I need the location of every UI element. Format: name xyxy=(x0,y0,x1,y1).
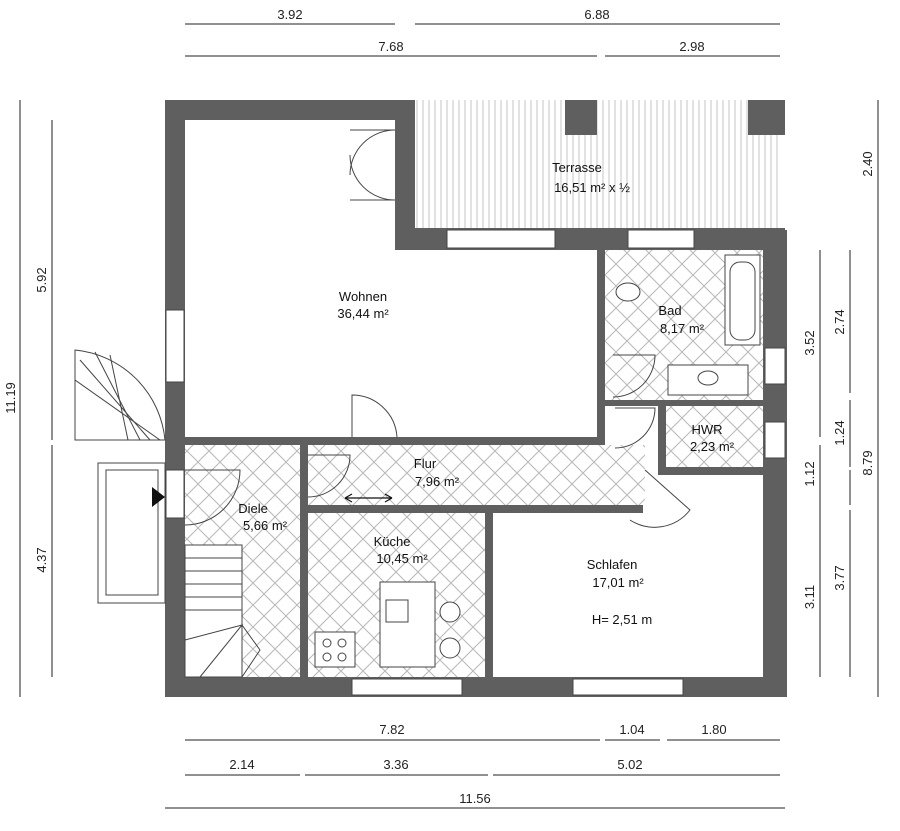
dimension-lines xyxy=(19,23,879,809)
doors xyxy=(184,129,691,528)
dim-right-mid-2: 3.77 xyxy=(832,565,847,590)
dim-right-inner-1: 2.74 xyxy=(832,309,847,334)
exterior-stair xyxy=(74,349,166,604)
room-schlafen-height: H= 2,51 m xyxy=(592,612,652,627)
room-terrasse-area: 16,51 m² x ½ xyxy=(554,180,630,195)
dim-left-total: 11.19 xyxy=(3,382,18,414)
dim-top-1: 3.92 xyxy=(277,7,302,22)
dim-bottom-2: 1.04 xyxy=(619,722,644,737)
dim-bottom-total: 11.56 xyxy=(459,791,491,806)
windows xyxy=(165,229,786,696)
room-bad-name: Bad xyxy=(658,303,681,318)
dim-top-4: 2.98 xyxy=(679,39,704,54)
kitchen-fixtures xyxy=(314,581,461,668)
room-terrasse-name: Terrasse xyxy=(552,160,602,175)
dim-right-mid-1: 3.52 xyxy=(802,330,817,355)
room-kueche-area: 10,45 m² xyxy=(376,551,428,566)
room-schlafen-name: Schlafen xyxy=(587,557,638,572)
dim-left-upper: 5.92 xyxy=(34,267,49,292)
room-wohnen-name: Wohnen xyxy=(339,289,387,304)
dim-right-inner-2: 1.24 xyxy=(832,420,847,445)
room-flur-name: Flur xyxy=(414,456,437,471)
dim-right-inner-3: 1.12 xyxy=(802,461,817,486)
entrance-arrow-icon xyxy=(152,487,165,507)
dim-bottom-4: 2.14 xyxy=(229,757,254,772)
room-bad-area: 8,17 m² xyxy=(660,321,705,336)
room-hwr-name: HWR xyxy=(691,422,722,437)
room-diele-area: 5,66 m² xyxy=(243,518,288,533)
dim-left-lower: 4.37 xyxy=(34,547,49,572)
hwr-tile xyxy=(665,405,763,467)
room-kueche-name: Küche xyxy=(374,534,411,549)
dim-top-2: 6.88 xyxy=(584,7,609,22)
dim-top-3: 7.68 xyxy=(378,39,403,54)
room-diele-name: Diele xyxy=(238,501,268,516)
dim-bottom-5: 3.36 xyxy=(383,757,408,772)
dim-right-total: 8.79 xyxy=(860,450,875,475)
room-flur-area: 7,96 m² xyxy=(415,474,460,489)
room-schlafen-area: 17,01 m² xyxy=(592,575,644,590)
dim-right-inner-4: 3.11 xyxy=(802,585,817,609)
terrace-decking xyxy=(415,100,780,230)
dim-right-terrace: 2.40 xyxy=(860,151,875,176)
double-arrow-icon xyxy=(344,493,393,503)
bath-fixtures xyxy=(615,254,761,396)
dim-bottom-1: 7.82 xyxy=(379,722,404,737)
dim-bottom-3: 1.80 xyxy=(701,722,726,737)
room-wohnen-area: 36,44 m² xyxy=(337,306,389,321)
interior-stair xyxy=(184,544,261,678)
room-hwr-area: 2,23 m² xyxy=(690,439,735,454)
dim-bottom-6: 5.02 xyxy=(617,757,642,772)
